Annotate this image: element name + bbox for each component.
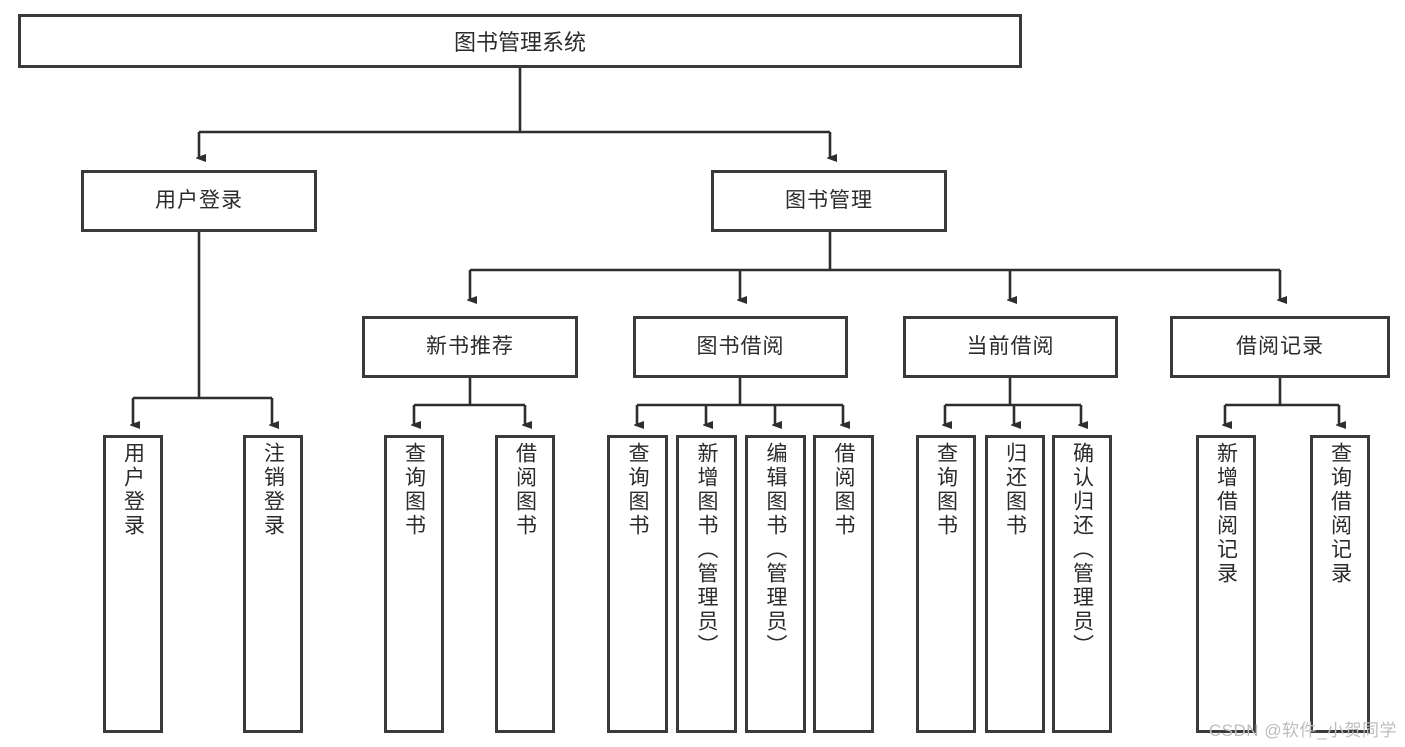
- node-current-borrow[interactable]: 当前借阅: [903, 316, 1118, 378]
- leaf-current-borrow-confirm-return[interactable]: 确认归还（管理员）: [1052, 435, 1112, 733]
- node-label: 新增借阅记录: [1214, 442, 1238, 586]
- node-label: 注销登录: [261, 442, 285, 538]
- node-label: 借阅图书: [832, 442, 855, 538]
- node-label: 图书管理系统: [453, 30, 586, 55]
- node-label: 当前借阅: [966, 335, 1055, 359]
- node-label: 查询借阅记录: [1328, 442, 1352, 586]
- node-label: 确认归还（管理员）: [1070, 442, 1094, 658]
- leaf-new-book-query[interactable]: 查询图书: [384, 435, 444, 733]
- node-label: 新增图书（管理员）: [695, 442, 718, 658]
- node-label: 归还图书: [1003, 442, 1027, 538]
- node-root-system[interactable]: 图书管理系统: [18, 14, 1022, 68]
- node-book-borrow[interactable]: 图书借阅: [633, 316, 848, 378]
- node-label: 查询图书: [934, 442, 958, 538]
- node-label: 图书管理: [785, 189, 873, 213]
- leaf-book-borrow-query[interactable]: 查询图书: [607, 435, 668, 733]
- leaf-borrow-record-add[interactable]: 新增借阅记录: [1196, 435, 1256, 733]
- node-label: 图书借阅: [696, 335, 785, 359]
- node-label: 编辑图书（管理员）: [764, 442, 787, 658]
- node-label: 借阅图书: [513, 442, 537, 538]
- node-book-management[interactable]: 图书管理: [711, 170, 947, 232]
- leaf-current-borrow-return[interactable]: 归还图书: [985, 435, 1045, 733]
- leaf-book-borrow-borrow[interactable]: 借阅图书: [813, 435, 874, 733]
- leaf-user-login-login[interactable]: 用户登录: [103, 435, 163, 733]
- node-label: 新书推荐: [426, 335, 514, 359]
- node-label: 用户登录: [155, 189, 243, 213]
- node-new-book-recommend[interactable]: 新书推荐: [362, 316, 578, 378]
- node-label: 用户登录: [121, 442, 145, 538]
- node-label: 查询图书: [626, 442, 649, 538]
- leaf-user-login-logout[interactable]: 注销登录: [243, 435, 303, 733]
- watermark: CSDN @软件_小贺同学: [1208, 721, 1397, 740]
- node-label: 借阅记录: [1236, 335, 1324, 359]
- node-label: 查询图书: [402, 442, 426, 538]
- leaf-current-borrow-query[interactable]: 查询图书: [916, 435, 976, 733]
- leaf-book-borrow-edit[interactable]: 编辑图书（管理员）: [745, 435, 806, 733]
- leaf-new-book-borrow[interactable]: 借阅图书: [495, 435, 555, 733]
- node-user-login[interactable]: 用户登录: [81, 170, 317, 232]
- leaf-borrow-record-query[interactable]: 查询借阅记录: [1310, 435, 1370, 733]
- leaf-book-borrow-add[interactable]: 新增图书（管理员）: [676, 435, 737, 733]
- node-borrow-record[interactable]: 借阅记录: [1170, 316, 1390, 378]
